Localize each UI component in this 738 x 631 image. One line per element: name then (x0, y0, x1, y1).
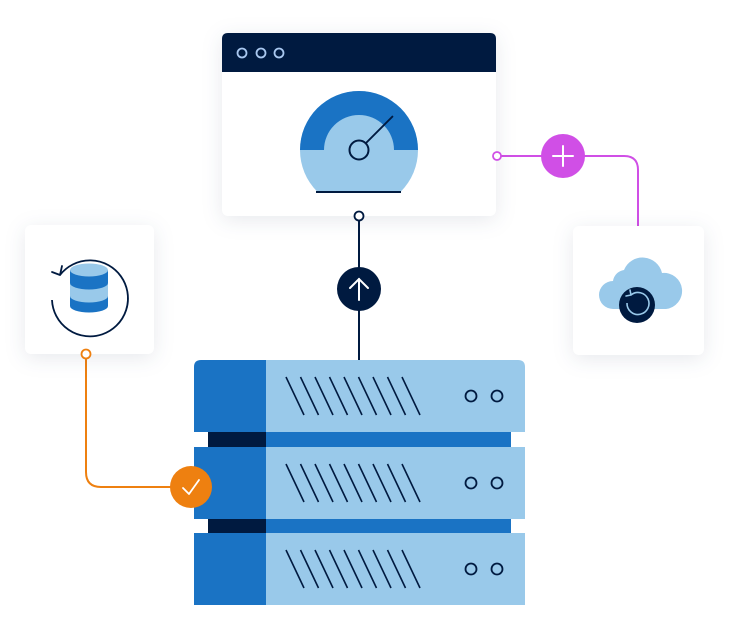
server-vent (285, 549, 305, 589)
server-vent (285, 463, 305, 503)
server-vent (401, 549, 421, 589)
server-vent (314, 549, 334, 589)
cloud-backup-card (573, 226, 704, 355)
server-vent (328, 549, 349, 589)
server-vent (343, 549, 363, 589)
server-vent (372, 463, 392, 503)
server-unit-front (266, 533, 525, 605)
server-unit-front (266, 360, 525, 432)
server-rack (194, 360, 525, 605)
server-vent (401, 376, 421, 416)
browser-titlebar (222, 33, 496, 72)
server-vent (357, 549, 378, 589)
server-unit-side (194, 533, 266, 605)
server-led-icon (464, 562, 478, 576)
server-led-icon (490, 389, 504, 403)
server-rail-dark (208, 432, 266, 447)
database-backup-card (25, 225, 154, 354)
server-vent (299, 463, 320, 503)
success-badge[interactable] (170, 466, 212, 508)
server-vent (285, 376, 305, 416)
server-vent (299, 376, 320, 416)
window-dot-icon[interactable] (236, 47, 248, 59)
connector-node (80, 348, 92, 360)
arrow-up-icon (349, 277, 369, 301)
server-vent (314, 463, 334, 503)
server-rail-dark (208, 519, 266, 533)
server-vent (343, 376, 363, 416)
success-connector-line (85, 358, 180, 488)
server-vent (328, 376, 349, 416)
browser-window (222, 33, 496, 216)
connector-node (492, 151, 502, 161)
server-vent (386, 463, 407, 503)
server-vent (357, 376, 378, 416)
add-connector-line (501, 155, 639, 227)
add-button[interactable] (541, 134, 585, 178)
cloud-restore-icon (599, 257, 683, 323)
server-unit-side (194, 360, 266, 432)
gauge-hub (348, 139, 370, 161)
window-dot-icon[interactable] (255, 47, 267, 59)
connector-node (353, 210, 365, 222)
upload-button[interactable] (337, 267, 381, 311)
server-unit (194, 447, 525, 533)
server-vent (314, 376, 334, 416)
server-led-icon (490, 476, 504, 490)
server-led-icon (464, 476, 478, 490)
server-unit (194, 360, 525, 447)
server-rail (266, 519, 511, 533)
server-led-icon (490, 562, 504, 576)
server-vent (386, 549, 407, 589)
server-vent (386, 376, 407, 416)
server-unit (194, 533, 525, 605)
plus-icon (552, 145, 574, 167)
server-led-icon (464, 389, 478, 403)
server-unit-front (266, 447, 525, 519)
database-sync-icon (51, 259, 129, 338)
server-vent (372, 549, 392, 589)
server-vent (401, 463, 421, 503)
server-vent (372, 376, 392, 416)
server-vent (343, 463, 363, 503)
window-dot-icon[interactable] (273, 47, 285, 59)
server-rail (266, 432, 511, 447)
gauge-needle (365, 115, 394, 144)
server-vent (357, 463, 378, 503)
server-vent (299, 549, 320, 589)
server-vent (328, 463, 349, 503)
check-icon (182, 479, 200, 495)
